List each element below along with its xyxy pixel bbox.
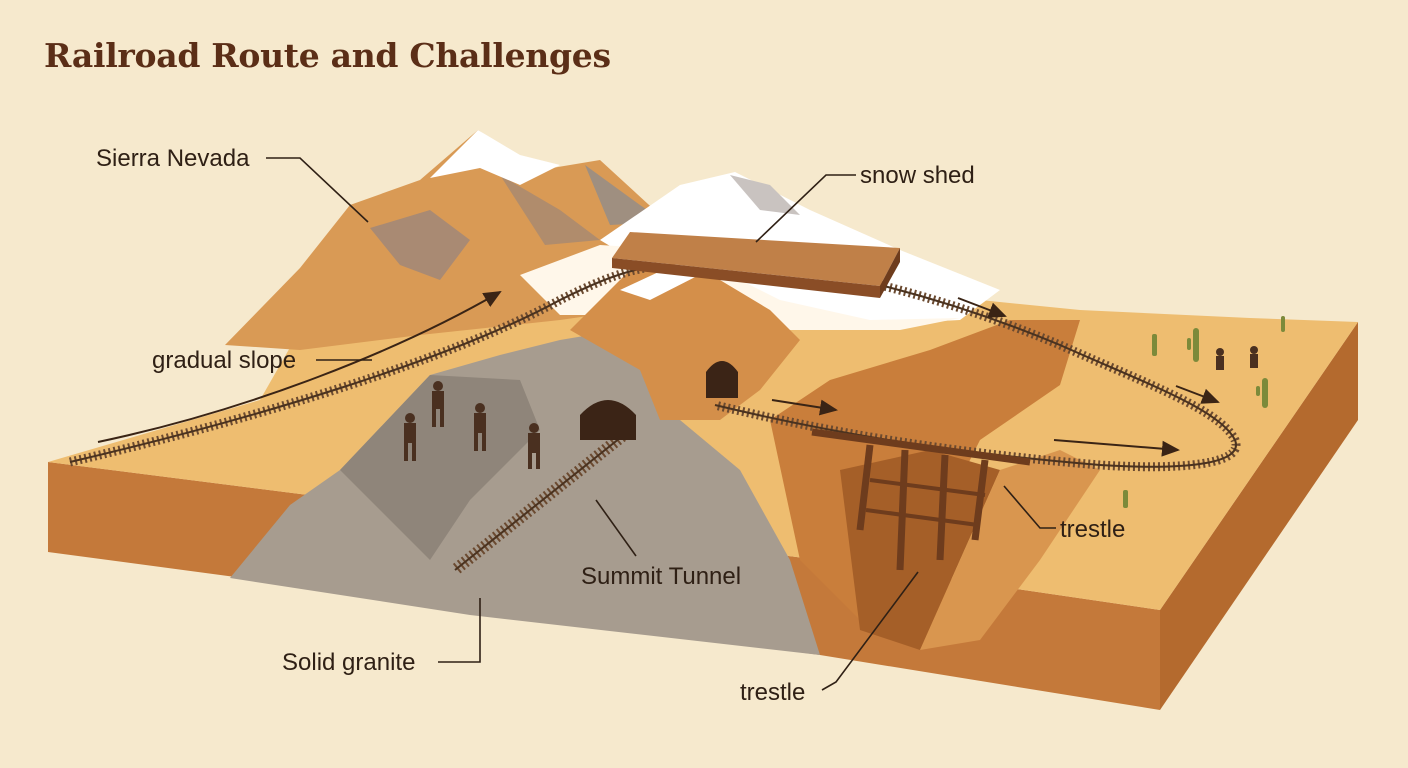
cactus-icon bbox=[1187, 328, 1199, 362]
label-trestle-bottom: trestle bbox=[740, 679, 806, 706]
ravine bbox=[770, 320, 1100, 650]
label-trestle-right: trestle bbox=[1060, 516, 1126, 543]
mountain-right-shade bbox=[730, 175, 800, 215]
label-snow-shed: snow shed bbox=[860, 162, 975, 189]
mountain-snow-peak bbox=[430, 130, 560, 185]
cactus-icon bbox=[1281, 316, 1285, 332]
direction-arrow bbox=[771, 399, 838, 416]
cactus-icon bbox=[1256, 378, 1268, 408]
worker-figure-3 bbox=[474, 403, 486, 451]
granite-cut bbox=[230, 262, 820, 655]
direction-arrow bbox=[1053, 439, 1180, 457]
granite-shadow bbox=[340, 375, 540, 560]
ravine-deep bbox=[840, 450, 1000, 650]
mountain-shadow-2 bbox=[500, 175, 600, 245]
worker-figure-2 bbox=[432, 381, 444, 427]
ground-right-face bbox=[1160, 322, 1358, 710]
worker-figure-6 bbox=[1250, 346, 1258, 368]
label-summit-tunnel: Summit Tunnel bbox=[581, 563, 742, 590]
label-sierra-nevada: Sierra Nevada bbox=[96, 145, 250, 172]
leader-lines bbox=[266, 157, 1056, 691]
worker-figure-5 bbox=[1216, 348, 1224, 370]
worker-figure-4 bbox=[528, 423, 540, 469]
direction-arrow bbox=[957, 297, 1007, 318]
leader-solid-granite bbox=[438, 598, 481, 663]
snow-shed bbox=[612, 232, 900, 298]
direction-arrow bbox=[1175, 385, 1220, 404]
cactus-icon bbox=[1123, 490, 1128, 508]
workers bbox=[404, 346, 1258, 469]
leader-trestle-right bbox=[1003, 485, 1056, 529]
ravine-right-wall bbox=[920, 450, 1100, 650]
tunnel-portals bbox=[580, 361, 738, 440]
trestle-bridge bbox=[811, 428, 1031, 571]
tunnel-portal-upper bbox=[706, 361, 738, 398]
worker-figure-1 bbox=[404, 413, 416, 461]
cactus-icon bbox=[1152, 334, 1157, 356]
leader-summit-tunnel bbox=[595, 499, 637, 557]
leader-snow-shed bbox=[755, 174, 856, 243]
tunnel-portal-main bbox=[580, 400, 636, 440]
label-gradual-slope: gradual slope bbox=[152, 347, 297, 374]
direction-arrow bbox=[97, 290, 502, 443]
summit-ridge bbox=[570, 262, 800, 420]
label-solid-granite: Solid granite bbox=[282, 649, 416, 676]
mountain-shadow bbox=[370, 210, 470, 280]
direction-arrows bbox=[97, 290, 1220, 457]
leader-trestle-bottom bbox=[821, 571, 919, 691]
leader-sierra-nevada bbox=[266, 157, 369, 223]
page-title: Railroad Route and Challenges bbox=[44, 36, 611, 75]
cacti bbox=[1123, 316, 1285, 508]
